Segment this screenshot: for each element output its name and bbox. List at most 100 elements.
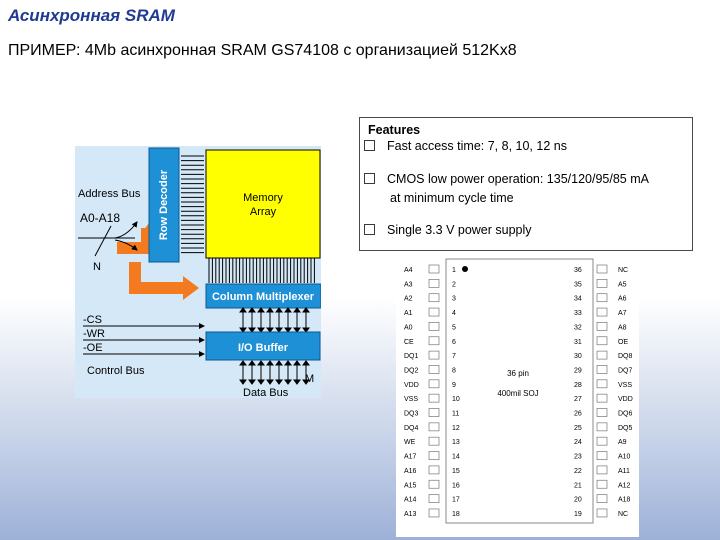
pin-number: 4 <box>452 310 456 317</box>
chip-package-outline <box>445 258 594 524</box>
pin-pad <box>596 322 608 331</box>
pin-name: DQ2 <box>404 367 419 374</box>
pin-number: 21 <box>574 482 582 489</box>
pin-name: VDD <box>618 396 633 403</box>
pin-number: 2 <box>452 281 456 288</box>
data-arrow-up <box>239 360 247 366</box>
memory-array-label: Memory <box>243 192 283 204</box>
mux-arrow-up <box>284 307 292 313</box>
column-address-path <box>129 282 187 294</box>
pin-number: 34 <box>574 296 582 303</box>
mux-arrow-up <box>302 307 310 313</box>
pin-name: OE <box>618 339 628 346</box>
feature-item: Fast access time: 7, 8, 10, 12 ns <box>364 139 567 153</box>
column-multiplexer-label: Column Multiplexer <box>212 291 315 303</box>
pin-pad <box>596 508 608 518</box>
pin-number: 24 <box>574 439 582 446</box>
mux-arrow-down <box>239 327 247 333</box>
pin-number: 30 <box>574 353 582 360</box>
mux-arrow-up <box>275 307 283 313</box>
pin-name: A1 <box>404 310 413 317</box>
checkbox-bullet-icon <box>364 140 375 151</box>
pin-name: A4 <box>404 267 413 274</box>
column-address-arrowhead <box>183 276 199 300</box>
control-signal-label: -WR <box>83 328 105 340</box>
pin-pad <box>428 336 440 346</box>
feature-text: Single 3.3 V power supply <box>387 223 532 237</box>
address-bus-label: Address Bus <box>78 188 141 200</box>
pin-pad <box>596 279 608 288</box>
mux-arrow-down <box>275 327 283 333</box>
pin-name: A3 <box>404 281 413 288</box>
pin-name: A12 <box>618 482 631 489</box>
pin-number: 36 <box>574 267 582 274</box>
pin-number: 7 <box>452 353 456 360</box>
package-label: 400mil SOJ <box>497 389 538 398</box>
pin-name: A14 <box>404 497 417 504</box>
data-arrow-up <box>284 360 292 366</box>
pin-name: A11 <box>618 468 630 475</box>
pin-pad <box>596 465 608 475</box>
data-arrow-up <box>257 360 265 366</box>
pin-number: 13 <box>452 439 460 446</box>
pin-name: A9 <box>618 439 627 446</box>
data-arrow-down <box>257 379 265 385</box>
feature-item: CMOS low power operation: 135/120/95/85 … <box>364 172 649 186</box>
memory-array-block <box>205 149 321 259</box>
pin-pad <box>596 307 608 317</box>
pin-name: A16 <box>404 468 417 475</box>
bus-width-n-label: N <box>93 261 101 273</box>
mux-arrow-up <box>248 307 256 313</box>
pin-number: 9 <box>452 382 456 389</box>
pin-pad <box>596 479 608 489</box>
pin-pad <box>428 365 440 374</box>
pin-name: A0 <box>404 324 413 331</box>
checkbox-bullet-icon <box>364 173 375 184</box>
pin-name: A2 <box>404 296 413 303</box>
pin-number: 1 <box>452 267 456 274</box>
slide-title: Асинхронная SRAM <box>8 6 175 25</box>
pin-number: 20 <box>574 497 582 504</box>
pin-pad <box>596 350 608 360</box>
pin-name: WE <box>404 439 416 446</box>
pin-pad <box>596 494 608 503</box>
features-heading: Features <box>368 123 421 137</box>
sram-block-diagram: Row Decoder Memory Array Column Multiple… <box>75 146 321 398</box>
pin-pad <box>428 279 440 288</box>
bus-width-m-label: M <box>305 373 314 385</box>
data-arrow-up <box>302 360 310 366</box>
pin-pad <box>596 422 608 432</box>
data-arrow-up <box>266 360 274 366</box>
pin-number: 27 <box>574 396 582 403</box>
row-decoder-label: Row Decoder <box>158 169 170 240</box>
pin-pad <box>596 336 608 346</box>
control-signal-label: -CS <box>83 314 102 326</box>
mux-arrow-up <box>293 307 301 313</box>
mux-arrow-up <box>257 307 265 313</box>
pin-number: 14 <box>452 454 460 461</box>
data-arrow-down <box>248 379 256 385</box>
pin-number: 32 <box>574 324 582 331</box>
pin-pad <box>596 264 608 274</box>
pin-number: 35 <box>574 281 582 288</box>
pin-name: VDD <box>404 382 419 389</box>
pin-name: A6 <box>618 296 627 303</box>
pin-name: A18 <box>618 497 631 504</box>
io-buffer-block <box>205 331 321 361</box>
pin-name: A5 <box>618 281 627 288</box>
pin-name: VSS <box>404 396 418 403</box>
pin-pad <box>428 322 440 331</box>
pin-pad <box>428 307 440 317</box>
pin-name: A13 <box>404 511 417 518</box>
mux-arrow-up <box>266 307 274 313</box>
pin-pad <box>428 465 440 475</box>
data-arrow-down <box>293 379 301 385</box>
pin-name: DQ3 <box>404 411 419 418</box>
pin-pad <box>428 408 440 417</box>
pin-pad <box>596 365 608 374</box>
feature-text: Fast access time: 7, 8, 10, 12 ns <box>387 139 567 153</box>
data-arrow-down <box>284 379 292 385</box>
pin-name: A7 <box>618 310 627 317</box>
pin-pad <box>428 350 440 360</box>
